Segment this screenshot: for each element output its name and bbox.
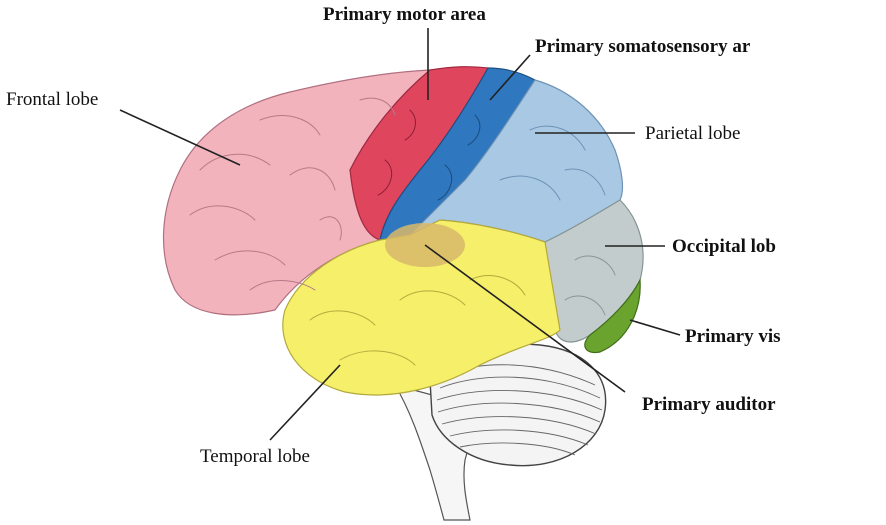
leader-line-temporal [269,364,341,441]
primary-visual-area-region [584,277,641,354]
leader-line-visual [629,319,681,336]
label-occipital-lobe: Occipital lob [672,237,776,256]
leader-line-frontal [119,109,241,166]
occipital-lobe-region [544,199,644,343]
temporal-lobe-region [282,219,561,396]
gyri-texture [189,97,616,366]
label-primary-visual-area: Primary vis [685,327,781,346]
label-primary-motor-area: Primary motor area [323,4,486,25]
cerebellum [429,343,607,467]
label-primary-auditory-area: Primary auditor [642,395,776,414]
leader-line-somatosensory [489,54,531,101]
label-primary-somatosensory-area: Primary somatosensory ar [535,37,751,56]
label-frontal-lobe: Frontal lobe [6,89,99,110]
label-parietal-lobe: Parietal lobe [645,123,741,144]
leader-lines [119,28,681,441]
leader-line-auditory [424,244,626,393]
label-temporal-lobe: Temporal lobe [200,446,310,467]
